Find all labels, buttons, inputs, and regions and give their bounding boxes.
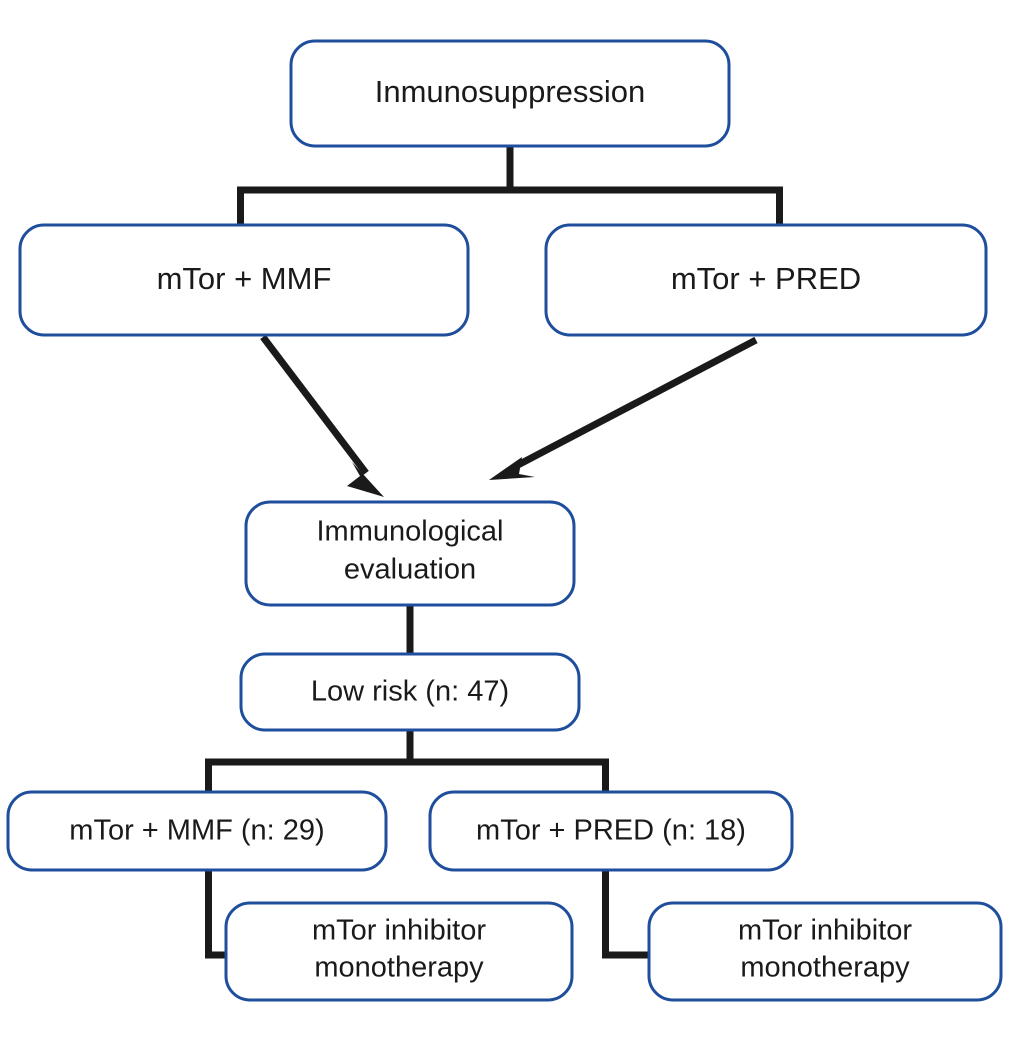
node-low-risk-shape [239, 652, 581, 732]
arrow-line-mmf-to-evaluation [260, 334, 369, 476]
node-mtor-pred-shape [544, 223, 988, 337]
node-immunological-evaluation[interactable]: Immunological evaluation [244, 500, 576, 607]
arrow-head-mmf-to-evaluation [347, 462, 384, 497]
node-mtor-mmf[interactable]: mTor + MMF [18, 223, 470, 337]
node-immunological-evaluation-shape [244, 500, 576, 607]
node-monotherapy-left-label-line2: monotherapy [314, 952, 484, 984]
node-low-risk-label: Low risk (n: 47) [311, 676, 509, 708]
node-immunosuppression-label: Inmunosuppression [375, 74, 646, 109]
node-monotherapy-right-label-line1: mTor inhibitor [738, 915, 912, 947]
node-mtor-mmf-29-shape [6, 790, 388, 872]
node-immunosuppression-shape [289, 39, 731, 148]
arrow-line-pred-to-evaluation [514, 336, 758, 470]
node-mtor-pred[interactable]: mTor + PRED [544, 223, 988, 337]
connector-mmf29-to-monotherapy-left [205, 869, 232, 959]
connector-pred18-to-monotherapy-right [602, 869, 655, 959]
node-monotherapy-right-shape [647, 901, 1003, 1002]
node-immunological-evaluation-label-line2: evaluation [344, 554, 476, 586]
node-mtor-pred-label: mTor + PRED [671, 261, 861, 296]
node-mtor-mmf-label: mTor + MMF [157, 261, 332, 296]
node-monotherapy-left[interactable]: mTor inhibitor monotherapy [224, 901, 574, 1002]
node-mtor-mmf-shape [18, 223, 470, 337]
node-monotherapy-left-shape [224, 901, 574, 1002]
arrow-head-pred-to-evaluation [489, 457, 535, 480]
node-mtor-mmf-29[interactable]: mTor + MMF (n: 29) [6, 790, 388, 872]
node-mtor-pred-18[interactable]: mTor + PRED (n: 18) [428, 790, 794, 872]
node-monotherapy-right[interactable]: mTor inhibitor monotherapy [647, 901, 1003, 1002]
node-monotherapy-left-label-line1: mTor inhibitor [312, 915, 486, 947]
node-mtor-pred-18-label: mTor + PRED (n: 18) [476, 815, 746, 847]
node-mtor-pred-18-shape [428, 790, 794, 872]
node-mtor-mmf-29-label: mTor + MMF (n: 29) [69, 815, 324, 847]
node-low-risk[interactable]: Low risk (n: 47) [239, 652, 581, 732]
node-monotherapy-right-label-line2: monotherapy [740, 952, 910, 984]
node-immunological-evaluation-label-line1: Immunological [317, 516, 504, 548]
node-immunosuppression[interactable]: Inmunosuppression [289, 39, 731, 148]
